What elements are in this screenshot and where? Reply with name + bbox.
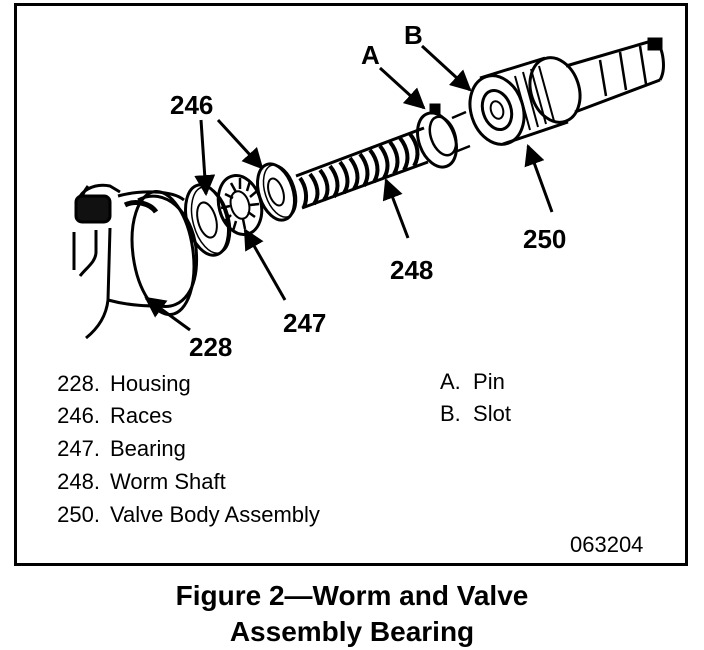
callout-a: A bbox=[361, 40, 380, 70]
callout-246: 246 bbox=[170, 90, 214, 120]
caption-line-2: Assembly Bearing bbox=[229, 616, 475, 647]
arrow-250 bbox=[524, 144, 554, 213]
arrow-247 bbox=[243, 228, 287, 301]
housing-part bbox=[72, 183, 199, 340]
needle-bearing-part bbox=[216, 174, 264, 236]
callout-250: 250 bbox=[523, 224, 567, 254]
leader-arrows bbox=[144, 44, 554, 332]
legend-item-228: 228.Housing bbox=[57, 371, 191, 396]
figure-frame bbox=[14, 3, 688, 566]
figure-code: 063204 bbox=[570, 532, 644, 557]
legend-item-247: 247.Bearing bbox=[57, 436, 186, 461]
callout-248: 248 bbox=[390, 255, 434, 285]
arrow-b bbox=[420, 44, 472, 92]
worm-shaft-part bbox=[295, 103, 471, 210]
legend-item-248: 248.Worm Shaft bbox=[57, 469, 226, 494]
callout-b: B bbox=[404, 20, 423, 50]
arrow-246-left bbox=[194, 119, 216, 197]
arrow-228 bbox=[144, 296, 191, 332]
race-right-part bbox=[256, 162, 298, 222]
caption-line-1: Figure 2—Worm and Valve bbox=[175, 580, 529, 611]
valve-body-part bbox=[468, 37, 665, 146]
callout-247: 247 bbox=[283, 308, 327, 338]
legend-item-250: 250.Valve Body Assembly bbox=[57, 502, 320, 527]
arrow-248 bbox=[382, 178, 410, 239]
pin-a-part bbox=[429, 103, 441, 115]
legend-item-246: 246.Races bbox=[57, 403, 173, 428]
race-left-part bbox=[184, 183, 232, 257]
legend-item-a: A. Pin bbox=[440, 369, 505, 394]
arrow-246-right bbox=[216, 118, 264, 170]
figure-caption: Figure 2—Worm and Valve Assembly Bearing bbox=[0, 578, 704, 650]
legend-item-b: B. Slot bbox=[440, 401, 511, 426]
callout-228: 228 bbox=[189, 332, 233, 362]
arrow-a bbox=[378, 66, 426, 110]
